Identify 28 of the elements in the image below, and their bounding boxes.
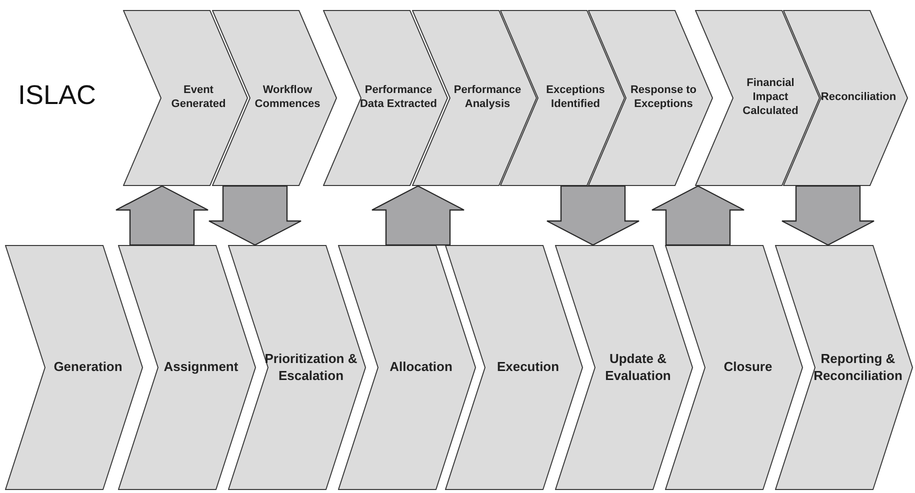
step-label: Update & Evaluation [604, 351, 672, 384]
block-arrow [208, 185, 302, 246]
step-label: Execution [496, 359, 560, 376]
step-label: Allocation [390, 359, 452, 376]
step-label: Workflow Commences [254, 84, 322, 112]
step-label: Exceptions Identified [545, 84, 606, 112]
step-label: Response to Exceptions [629, 84, 698, 112]
step-label: Performance Data Extracted [358, 84, 438, 112]
step-label: Assignment [164, 359, 238, 376]
chevron-step [775, 245, 913, 490]
block-arrow [371, 185, 465, 246]
block-arrow [115, 185, 209, 246]
block-arrow [781, 185, 875, 246]
block-arrow [546, 185, 640, 246]
step-label: Financial Impact Calculated [742, 77, 800, 119]
step-label: Prioritization & Escalation [264, 351, 358, 384]
chevron-step [695, 10, 820, 186]
block-arrow [651, 185, 745, 246]
chevron-step [323, 10, 448, 186]
step-label: Performance Analysis [452, 84, 522, 112]
step-label: Reporting & Reconciliation [812, 351, 904, 384]
step-label: Closure [724, 359, 772, 376]
step-label: Event Generated [170, 84, 227, 112]
chevron-step [123, 10, 248, 186]
step-label: Reconciliation [820, 91, 896, 105]
chevron-step [5, 245, 143, 490]
step-label: Generation [54, 359, 122, 376]
row-label: ISLAC [18, 82, 96, 109]
